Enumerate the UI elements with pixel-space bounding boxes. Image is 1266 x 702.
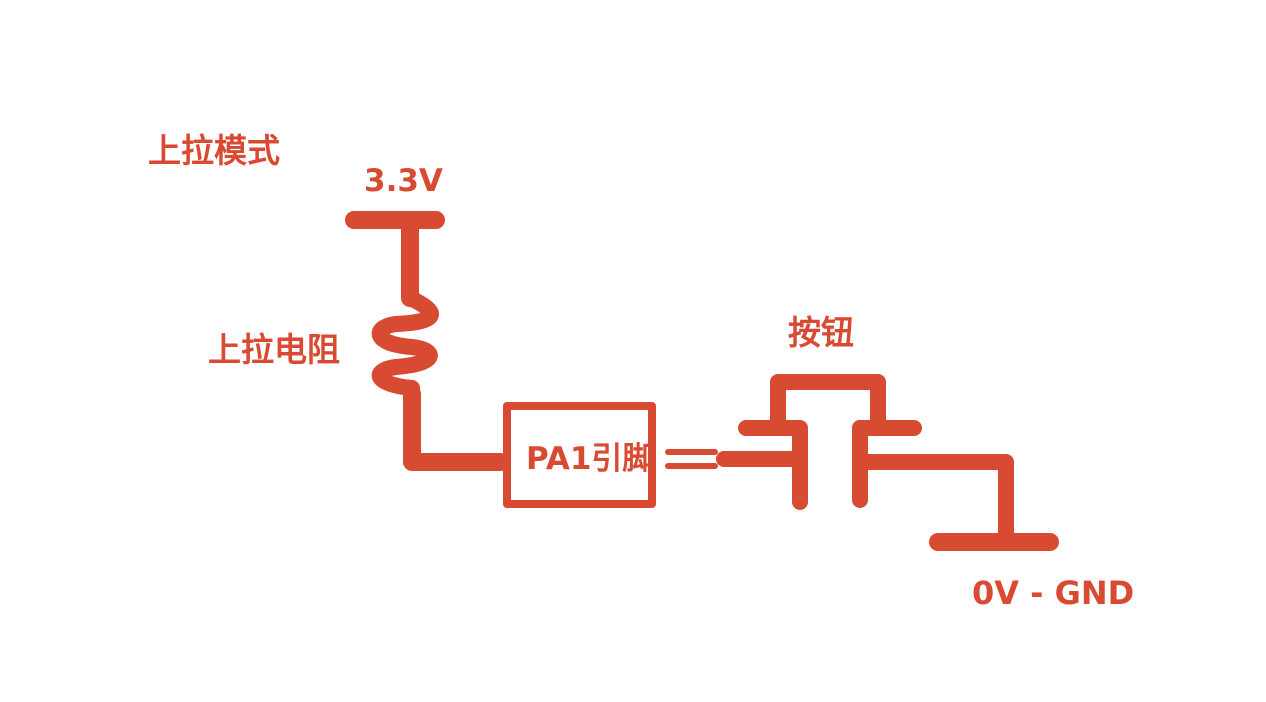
pin-label: PA1引脚 xyxy=(526,441,654,477)
button-label: 按钮 xyxy=(788,313,854,352)
resistor-to-pin-wire xyxy=(403,385,509,471)
pullup-resistor-symbol xyxy=(371,290,439,402)
button-to-ground-wire xyxy=(854,454,1014,548)
pin-box xyxy=(503,402,656,508)
vcc-label: 3.3V xyxy=(364,163,443,199)
pullup-resistor-label: 上拉电阻 xyxy=(208,330,340,369)
button-actuator xyxy=(770,374,886,428)
ground-label: 0V - GND xyxy=(972,574,1135,612)
mode-title: 上拉模式 xyxy=(148,131,280,170)
